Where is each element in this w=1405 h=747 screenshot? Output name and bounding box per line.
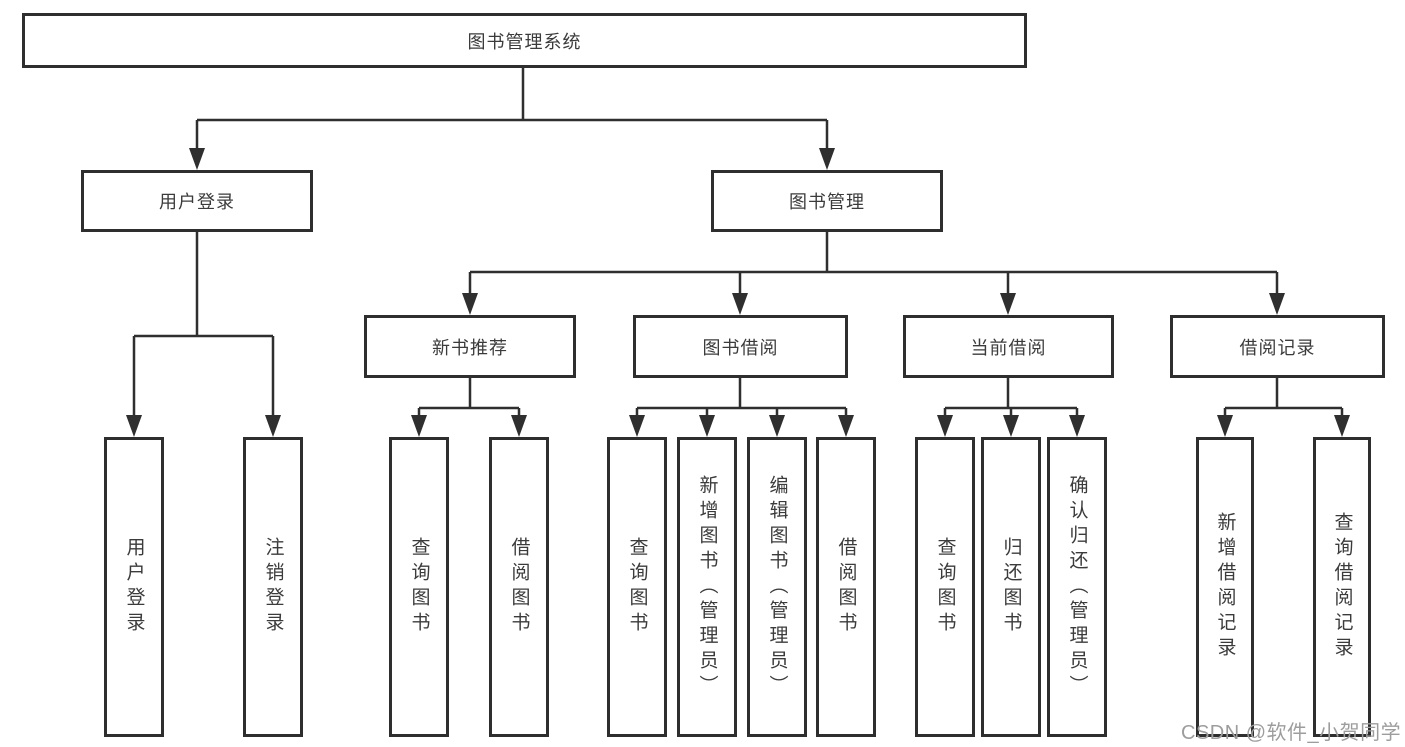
leaf-borrow-books: 借阅图书 [816,437,876,737]
leaf-query-books-current: 查询图书 [915,437,975,737]
leaf-label: 借阅图书 [508,537,530,637]
leaf-logout: 注销登录 [243,437,303,737]
leaf-label: 查询借阅记录 [1331,512,1353,662]
node-new-book-recommendation: 新书推荐 [364,315,576,378]
node-current-borrowing: 当前借阅 [903,315,1114,378]
leaf-confirm-return-admin: 确认归还（管理员） [1047,437,1107,737]
leaf-label: 注销登录 [262,537,284,637]
node-label: 图书管理 [789,192,865,212]
node-user-login: 用户登录 [81,170,313,232]
leaf-label: 归还图书 [1000,537,1022,637]
leaf-label: 查询图书 [934,537,956,637]
node-borrowing-records: 借阅记录 [1170,315,1385,378]
leaf-label: 用户登录 [123,537,145,637]
leaf-label: 查询图书 [408,537,430,637]
leaf-add-books-admin: 新增图书（管理员） [677,437,737,737]
node-label: 图书管理系统 [467,31,582,52]
leaf-add-borrow-record: 新增借阅记录 [1196,437,1254,737]
node-label: 当前借阅 [970,337,1047,358]
node-label: 用户登录 [159,192,235,212]
leaf-label: 新增图书（管理员） [696,474,718,700]
leaf-label: 确认归还（管理员） [1066,474,1088,700]
leaf-label: 借阅图书 [835,537,857,637]
node-label: 图书借阅 [702,337,779,358]
leaf-query-books-recommend: 查询图书 [389,437,449,737]
node-book-management: 图书管理 [711,170,943,232]
leaf-return-books: 归还图书 [981,437,1041,737]
node-library-management-system: 图书管理系统 [22,13,1027,68]
connector-lines [132,68,1344,420]
leaf-query-books-borrow: 查询图书 [607,437,667,737]
leaf-edit-books-admin: 编辑图书（管理员） [747,437,807,737]
leaf-label: 新增借阅记录 [1214,512,1236,662]
leaf-borrow-books-recommend: 借阅图书 [489,437,549,737]
leaf-label: 编辑图书（管理员） [766,474,788,700]
node-label: 借阅记录 [1239,337,1316,358]
node-book-borrowing: 图书借阅 [633,315,848,378]
csdn-watermark: CSDN @软件_小贺同学 [1181,722,1402,744]
leaf-query-borrow-record: 查询借阅记录 [1313,437,1371,737]
leaf-user-login: 用户登录 [104,437,164,737]
node-label: 新书推荐 [432,337,508,358]
leaf-label: 查询图书 [626,537,648,637]
